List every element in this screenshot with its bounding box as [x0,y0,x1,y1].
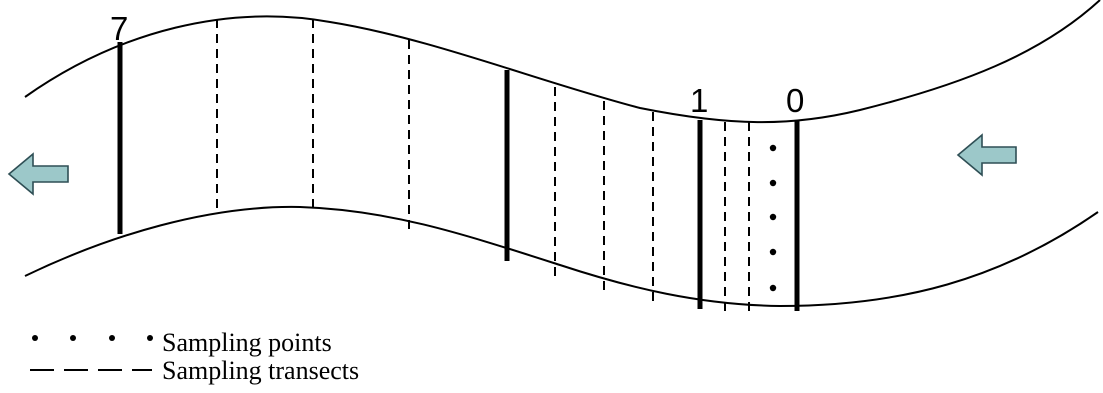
legend-point-marker [32,335,38,341]
upper-bank [24,0,1101,124]
section-label-0: 0 [786,82,804,119]
legend-point-marker [147,335,153,341]
legend-point-marker [70,335,76,341]
section-label-7: 7 [110,10,128,47]
legend-label-points: Sampling points [162,328,332,357]
sampling-point [769,248,777,256]
sampling-point [769,284,777,292]
flow-arrow-right-icon [956,133,1017,177]
legend-label-transects: Sampling transects [162,356,359,385]
section-label-1: 1 [690,82,708,119]
legend-point-marker [109,335,115,341]
legend: Sampling points Sampling transects [30,328,359,385]
sampling-point [769,179,777,187]
lower-bank [24,205,1099,308]
sampling-point [769,144,777,152]
flow-arrow-left-icon [7,152,69,196]
sampling-point [769,213,777,221]
